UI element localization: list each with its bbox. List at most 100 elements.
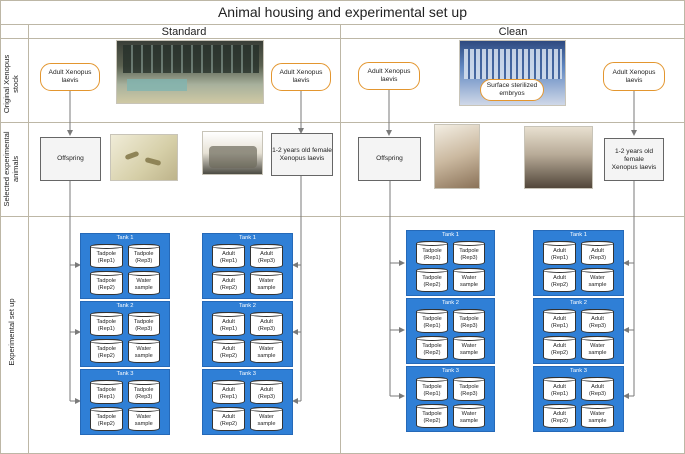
sample-container: Tadpole(Rep1) (416, 377, 448, 401)
container-label: Water (461, 343, 477, 350)
container-sublabel: (Rep3) (460, 254, 478, 261)
tank-title: Tank 2 (441, 300, 460, 306)
container-label: Adult (222, 251, 235, 258)
sample-container: Tadpole(Rep2) (90, 339, 123, 363)
container-label: Tadpole (96, 278, 117, 285)
container-label: Tadpole (422, 316, 442, 323)
sample-container: Adult(Rep1) (212, 244, 245, 268)
container-sublabel: sample (588, 349, 607, 356)
tank-title: Tank 1 (238, 235, 257, 241)
frog-photo (202, 131, 263, 175)
sample-container: Tadpole(Rep2) (416, 404, 448, 428)
container-label: Tadpole (459, 384, 479, 391)
pill-adult-clean-left: Adult Xenopus laevis (358, 62, 420, 90)
container-label: Tadpole (422, 275, 442, 282)
container-label: Tadpole (96, 414, 117, 421)
sample-container: Tadpole(Rep2) (90, 407, 123, 431)
container-label: Adult (591, 384, 604, 391)
container-sublabel: (Rep2) (219, 284, 238, 291)
container-sublabel: sample (459, 417, 479, 424)
container-label: Water (590, 343, 605, 350)
box-offspring-standard: Offspring (40, 137, 101, 181)
container-sublabel: sample (134, 352, 153, 359)
container-label: Tadpole (422, 248, 442, 255)
container-sublabel: (Rep1) (423, 254, 441, 261)
container-label: Tadpole (133, 387, 154, 394)
container-sublabel: (Rep2) (97, 284, 115, 291)
row-label-original: Original Xenopus stock (2, 36, 26, 132)
container-sublabel: (Rep3) (460, 322, 478, 329)
sample-container: Tadpole(Rep2) (416, 336, 448, 360)
pill-surface-sterilized: Surface sterilized embryos (480, 79, 544, 101)
container-grid: Tadpole(Rep1)Tadpole(Rep3)Tadpole(Rep2)W… (90, 312, 160, 363)
container-sublabel: (Rep3) (257, 257, 276, 264)
container-grid: Tadpole(Rep1)Tadpole(Rep3)Tadpole(Rep2)W… (90, 244, 160, 295)
container-sublabel: (Rep2) (550, 281, 569, 288)
tank-title: Tank 2 (238, 303, 257, 309)
column-header-clean: Clean (498, 26, 528, 38)
sample-container: Adult(Rep2) (543, 268, 576, 292)
sample-container: Tadpole(Rep1) (90, 312, 123, 336)
figure-title: Animal housing and experimental set up (217, 4, 468, 20)
pill-adult-standard-left: Adult Xenopus laevis (40, 63, 100, 91)
tank-title: Tank 1 (569, 232, 588, 238)
box-female-standard: 1-2 years old female Xenopus laevis (271, 133, 333, 176)
sample-container: Adult(Rep3) (581, 309, 614, 333)
container-sublabel: (Rep1) (97, 325, 115, 332)
sample-container: Tadpole(Rep3) (453, 377, 485, 401)
frog-photo-clean (524, 126, 593, 189)
row-label-setup: Experimental set up (7, 278, 21, 386)
container-sublabel: (Rep2) (423, 349, 441, 356)
container-sublabel: sample (134, 420, 153, 427)
container-label: Tadpole (96, 251, 117, 258)
container-label: Adult (222, 387, 235, 394)
box-offspring-clean: Offspring (358, 137, 421, 181)
container-sublabel: sample (588, 417, 607, 424)
container-sublabel: sample (459, 281, 479, 288)
sample-container: Adult(Rep2) (212, 339, 245, 363)
arrows-standard (67, 91, 304, 404)
sample-container: Adult(Rep1) (543, 241, 576, 265)
container-sublabel: (Rep1) (97, 257, 115, 264)
container-label: Adult (553, 384, 566, 391)
container-sublabel: (Rep3) (135, 257, 153, 264)
container-label: Water (461, 411, 477, 418)
container-sublabel: (Rep3) (257, 325, 276, 332)
container-label: Water (461, 275, 477, 282)
container-sublabel: (Rep2) (550, 417, 569, 424)
column-header-standard: Standard (161, 26, 207, 38)
container-label: Adult (553, 343, 566, 350)
container-sublabel: (Rep3) (135, 393, 153, 400)
container-label: Tadpole (422, 411, 442, 418)
sample-container: Tadpole(Rep1) (90, 244, 123, 268)
sample-container: Adult(Rep1) (212, 312, 245, 336)
container-label: Water (590, 411, 605, 418)
sample-container: Tadpole(Rep3) (127, 312, 160, 336)
container-sublabel: (Rep2) (423, 417, 441, 424)
container-sublabel: (Rep2) (97, 352, 115, 359)
container-sublabel: sample (588, 281, 607, 288)
container-label: Adult (553, 316, 566, 323)
container-label: Adult (553, 248, 566, 255)
tadpole-photo (110, 134, 178, 181)
tank-title: Tank 2 (569, 300, 588, 306)
arrows-clean (386, 90, 637, 399)
container-label: Water (259, 346, 274, 353)
